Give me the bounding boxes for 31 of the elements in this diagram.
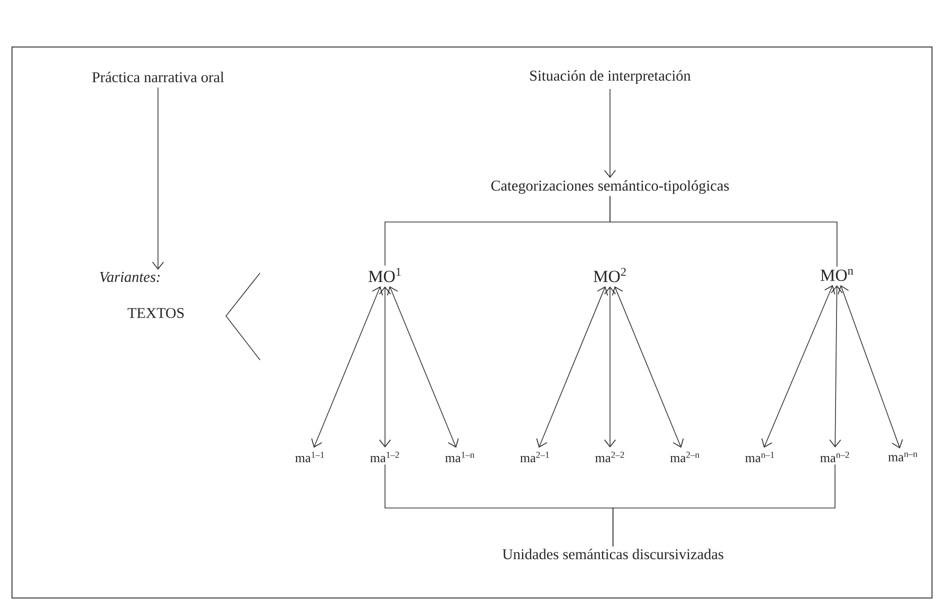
arrow — [612, 286, 684, 448]
arrow — [829, 285, 843, 448]
arrow — [152, 87, 164, 270]
heading-text: Práctica narrativa oral — [92, 72, 224, 82]
unit-label: ma$^{n–1}$ — [745, 452, 774, 462]
unit-label: ma$^{n–n}$ — [888, 452, 918, 462]
unit-label: ma$^{1–1}$ — [295, 452, 324, 462]
arrow — [604, 286, 616, 448]
bracket-line — [610, 196, 838, 268]
unit-label: ma$^{2–2}$ — [595, 452, 624, 462]
variants-label: Variantes: — [100, 272, 160, 282]
arrow — [604, 88, 616, 178]
unit-label: ma$^{2–1}$ — [520, 452, 549, 462]
unit-label: ma$^{n–2}$ — [820, 452, 850, 462]
category-text: Categorizaciones semántico-tipológicas — [491, 180, 729, 194]
bracket-line — [612, 464, 836, 547]
arrow — [311, 286, 383, 448]
model-label: MO$^{2}$ — [594, 268, 626, 282]
arrow — [838, 285, 903, 449]
arrow — [387, 286, 459, 448]
arrow — [536, 286, 608, 448]
model-label: MO$^{1}$ — [368, 268, 401, 282]
arrow — [761, 285, 836, 448]
units-text: Unidades semánticas discursivizadas — [502, 548, 724, 560]
arrow — [379, 286, 391, 448]
unit-label: ma$^{1–n}$ — [445, 452, 474, 462]
texts-label: TEXTOS — [128, 308, 184, 318]
unit-label: ma$^{1–2}$ — [370, 452, 400, 462]
heading-text: Situación de interpretación — [530, 70, 691, 84]
unit-label: ma$^{2–n}$ — [670, 452, 700, 462]
model-label: MO$^{n}$ — [820, 268, 854, 282]
